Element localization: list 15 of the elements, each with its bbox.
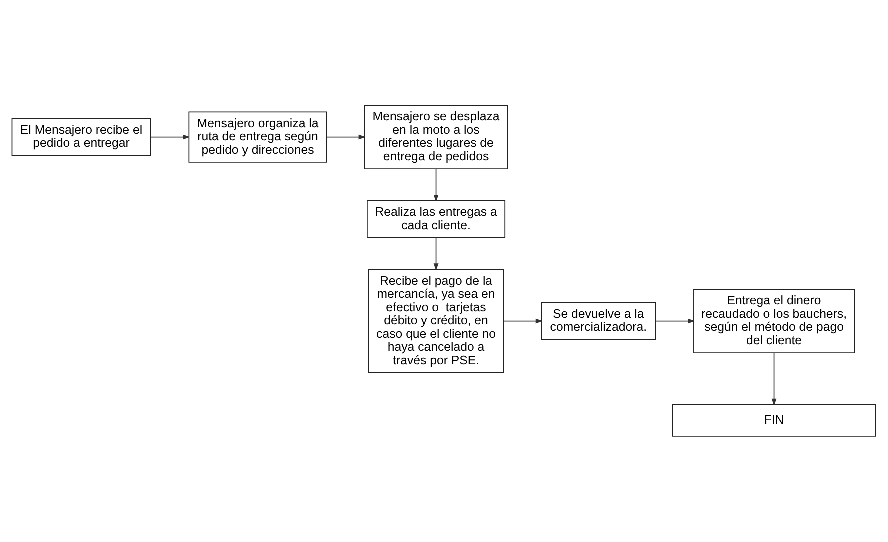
arrow bbox=[150, 134, 190, 140]
node-box: Realiza las entregas a cada cliente. bbox=[367, 200, 506, 238]
node-box: Mensajero se desplaza en la moto a los diferentes lugares de entrega de pedidos bbox=[364, 105, 508, 170]
node-box: Recibe el pago de la mercancía, ya sea en efectivo o tarjetas débito y crédito, en caso que el cliente no haya cancelado a través por PSE. bbox=[368, 269, 504, 374]
node-box: Se devuelve a la comercializadora. bbox=[541, 302, 656, 340]
node-box: Entrega el dinero recaudado o los bauchers, según el método de pago del cliente bbox=[694, 289, 856, 354]
arrow bbox=[655, 318, 696, 324]
arrow bbox=[772, 352, 777, 406]
node-box: Mensajero organiza la ruta de entrega según pedido y direcciones bbox=[188, 112, 328, 163]
arrow bbox=[434, 237, 439, 271]
arrow bbox=[503, 318, 543, 324]
node-box: El Mensajero recibe el pedido a entregar bbox=[12, 118, 152, 156]
node-box: FIN bbox=[672, 404, 876, 437]
arrow bbox=[326, 134, 366, 140]
arrow bbox=[434, 168, 439, 202]
